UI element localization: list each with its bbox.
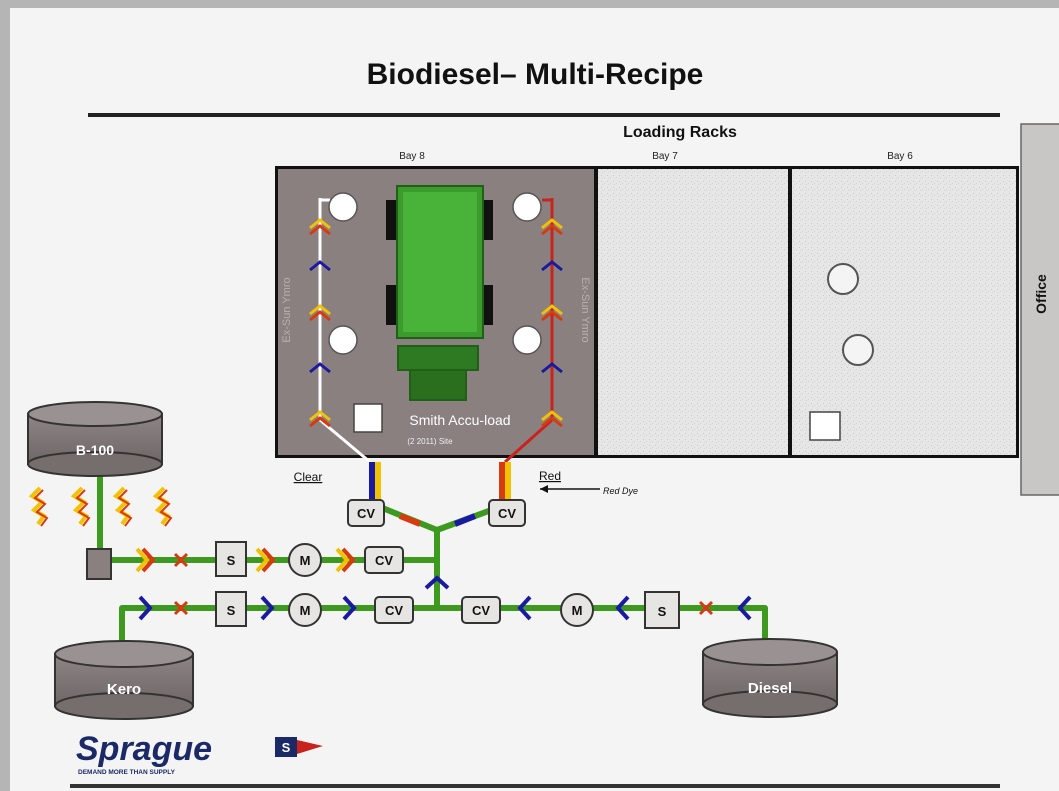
check-valve-label: CV: [357, 506, 375, 521]
block-valves: [173, 552, 714, 616]
heat-icon: [28, 486, 47, 526]
heat-icon: [70, 486, 89, 526]
bay-6-meter-box[interactable]: [809, 411, 841, 441]
block-valve-icon: [698, 600, 714, 616]
tank-b100[interactable]: B-100: [27, 401, 163, 477]
check-valve-label: CV: [472, 603, 490, 618]
tank-kero[interactable]: Kero: [54, 640, 194, 720]
office-building: [1020, 123, 1059, 496]
flow-meter[interactable]: M: [560, 593, 594, 627]
block-valve-icon: [173, 600, 189, 616]
office-label: Office: [1033, 274, 1049, 314]
truck-tank-highlight: [403, 192, 477, 332]
check-valve[interactable]: CV: [461, 596, 501, 624]
tank-label: B-100: [76, 442, 114, 458]
sprague-logo: Sprague S DEMAND MORE THAN SUPPLY: [76, 730, 323, 776]
truck-cab: [397, 345, 479, 371]
red-riser-tail: [504, 198, 553, 464]
meter-label: M: [300, 603, 311, 618]
b100-heater-box[interactable]: [86, 548, 112, 580]
heat-trace-icons-shadow: [33, 489, 173, 527]
accu-load-label: Smith Accu-load: [409, 412, 510, 428]
tanker-truck: [386, 185, 493, 401]
strainer[interactable]: S: [215, 591, 247, 627]
flow-chevrons: [135, 547, 752, 621]
right-riser-chevrons: [541, 218, 563, 428]
blend-stripes: [369, 462, 511, 527]
strainer-label: S: [227, 603, 236, 618]
meter-label: M: [572, 603, 583, 618]
bay-8-label: Bay 8: [399, 151, 425, 162]
brand-tagline: DEMAND MORE THAN SUPPLY: [78, 769, 176, 776]
svg-text:S: S: [282, 740, 291, 755]
strainer[interactable]: S: [215, 541, 247, 577]
loading-racks-heading: Loading Racks: [623, 124, 737, 141]
accu-load-sublabel: (2 2011) Site: [407, 437, 453, 446]
check-valve[interactable]: CV: [488, 499, 526, 527]
loading-arm-circle[interactable]: [512, 325, 542, 355]
bay-7-area: [596, 167, 790, 457]
tank-label: Kero: [107, 681, 141, 698]
strainer[interactable]: S: [644, 591, 680, 629]
tank-diesel[interactable]: Diesel: [702, 638, 838, 718]
kero-line-pipe: [119, 605, 768, 652]
bay-6: [790, 167, 1018, 457]
loading-arm-circle[interactable]: [328, 192, 358, 222]
clear-line-label: Clear: [294, 470, 323, 484]
strainer-label: S: [658, 604, 667, 619]
block-valve-icon: [173, 552, 189, 568]
loading-arm-circle[interactable]: [827, 263, 859, 295]
page-title: Biodiesel– Multi-Recipe: [367, 58, 704, 91]
loading-arm-circle[interactable]: [328, 325, 358, 355]
check-valve-label: CV: [375, 553, 393, 568]
clear-riser-tail: [319, 198, 371, 464]
bay-7-label: Bay 7: [652, 151, 678, 162]
tank-label: Diesel: [748, 680, 792, 697]
truck-wheel: [386, 285, 398, 325]
check-valve-label: CV: [385, 603, 403, 618]
left-riser-chevrons: [309, 218, 331, 428]
check-valve-label: CV: [498, 506, 516, 521]
flow-meter[interactable]: M: [288, 543, 322, 577]
check-valve[interactable]: CV: [364, 546, 404, 574]
loading-arm-circle[interactable]: [512, 192, 542, 222]
red-dye-arrowhead: [540, 485, 548, 493]
brand-name: Sprague: [76, 730, 212, 768]
heat-trace-icons: [28, 486, 171, 526]
red-dye-label: Red Dye: [603, 486, 638, 496]
red-line-label: Red: [539, 469, 561, 483]
flow-meter[interactable]: M: [288, 593, 322, 627]
loading-arm-circle[interactable]: [842, 334, 874, 366]
check-valve[interactable]: CV: [347, 499, 385, 527]
sprague-flag-icon: S: [275, 737, 323, 757]
bay-8-right-side-text: Ex-Sun Ymro: [579, 277, 591, 342]
bay-6-label: Bay 6: [887, 151, 913, 162]
heat-icon: [152, 486, 171, 526]
meter-label: M: [300, 553, 311, 568]
check-valve[interactable]: CV: [374, 596, 414, 624]
truck-hood: [409, 369, 467, 401]
strainer-label: S: [227, 553, 236, 568]
bay-6-area: [790, 167, 1018, 457]
bay-8: Ex-Sun Ymro Ex-Sun Ymro: [276, 167, 596, 464]
accu-load-box[interactable]: [353, 403, 383, 433]
truck-wheel: [386, 200, 398, 240]
heat-icon: [112, 486, 131, 526]
bay-8-left-side-text: Ex-Sun Ymro: [281, 277, 293, 342]
